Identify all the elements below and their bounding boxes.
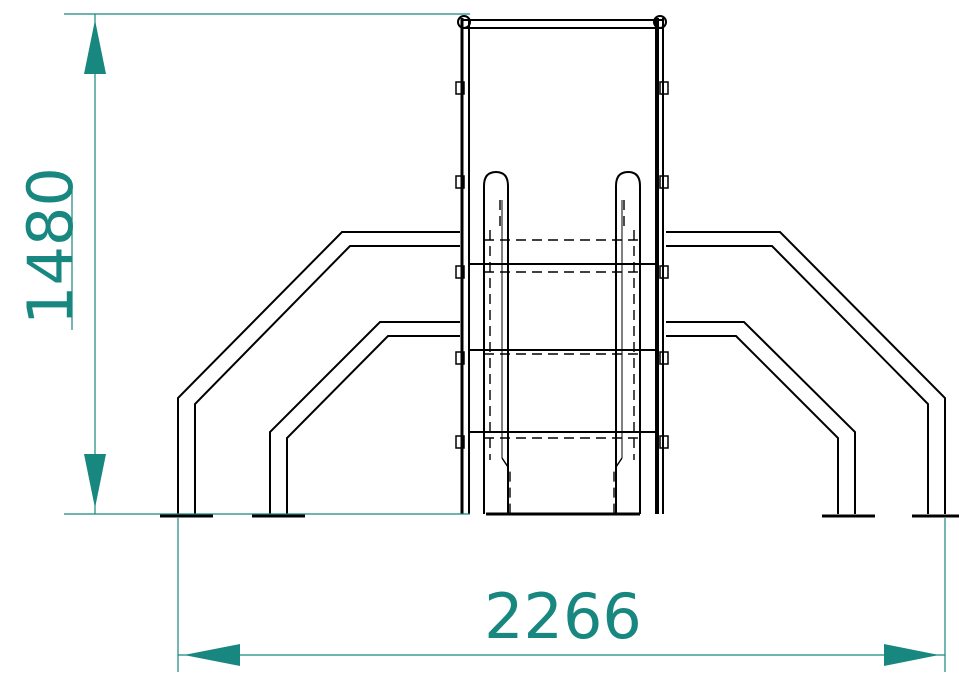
- right-inner-arm: [666, 321, 856, 514]
- height-arrow-top: [84, 20, 106, 74]
- left-outer-arm: [177, 231, 460, 514]
- height-dimension: 1480: [14, 13, 470, 515]
- ladder-frame: [455, 15, 669, 514]
- left-inner-arm: [269, 321, 460, 514]
- ladder-handrails: [483, 170, 641, 514]
- ladder-rungs: [469, 263, 657, 433]
- width-dimension: 2266: [177, 518, 946, 672]
- ground-plates: [160, 512, 959, 518]
- height-label: 1480: [14, 167, 87, 325]
- width-label: 2266: [484, 580, 642, 653]
- height-arrow-bottom: [84, 454, 106, 508]
- right-outer-arm: [666, 231, 946, 514]
- width-arrow-right: [884, 644, 939, 666]
- hidden-lines: [484, 200, 640, 514]
- width-arrow-left: [184, 644, 240, 666]
